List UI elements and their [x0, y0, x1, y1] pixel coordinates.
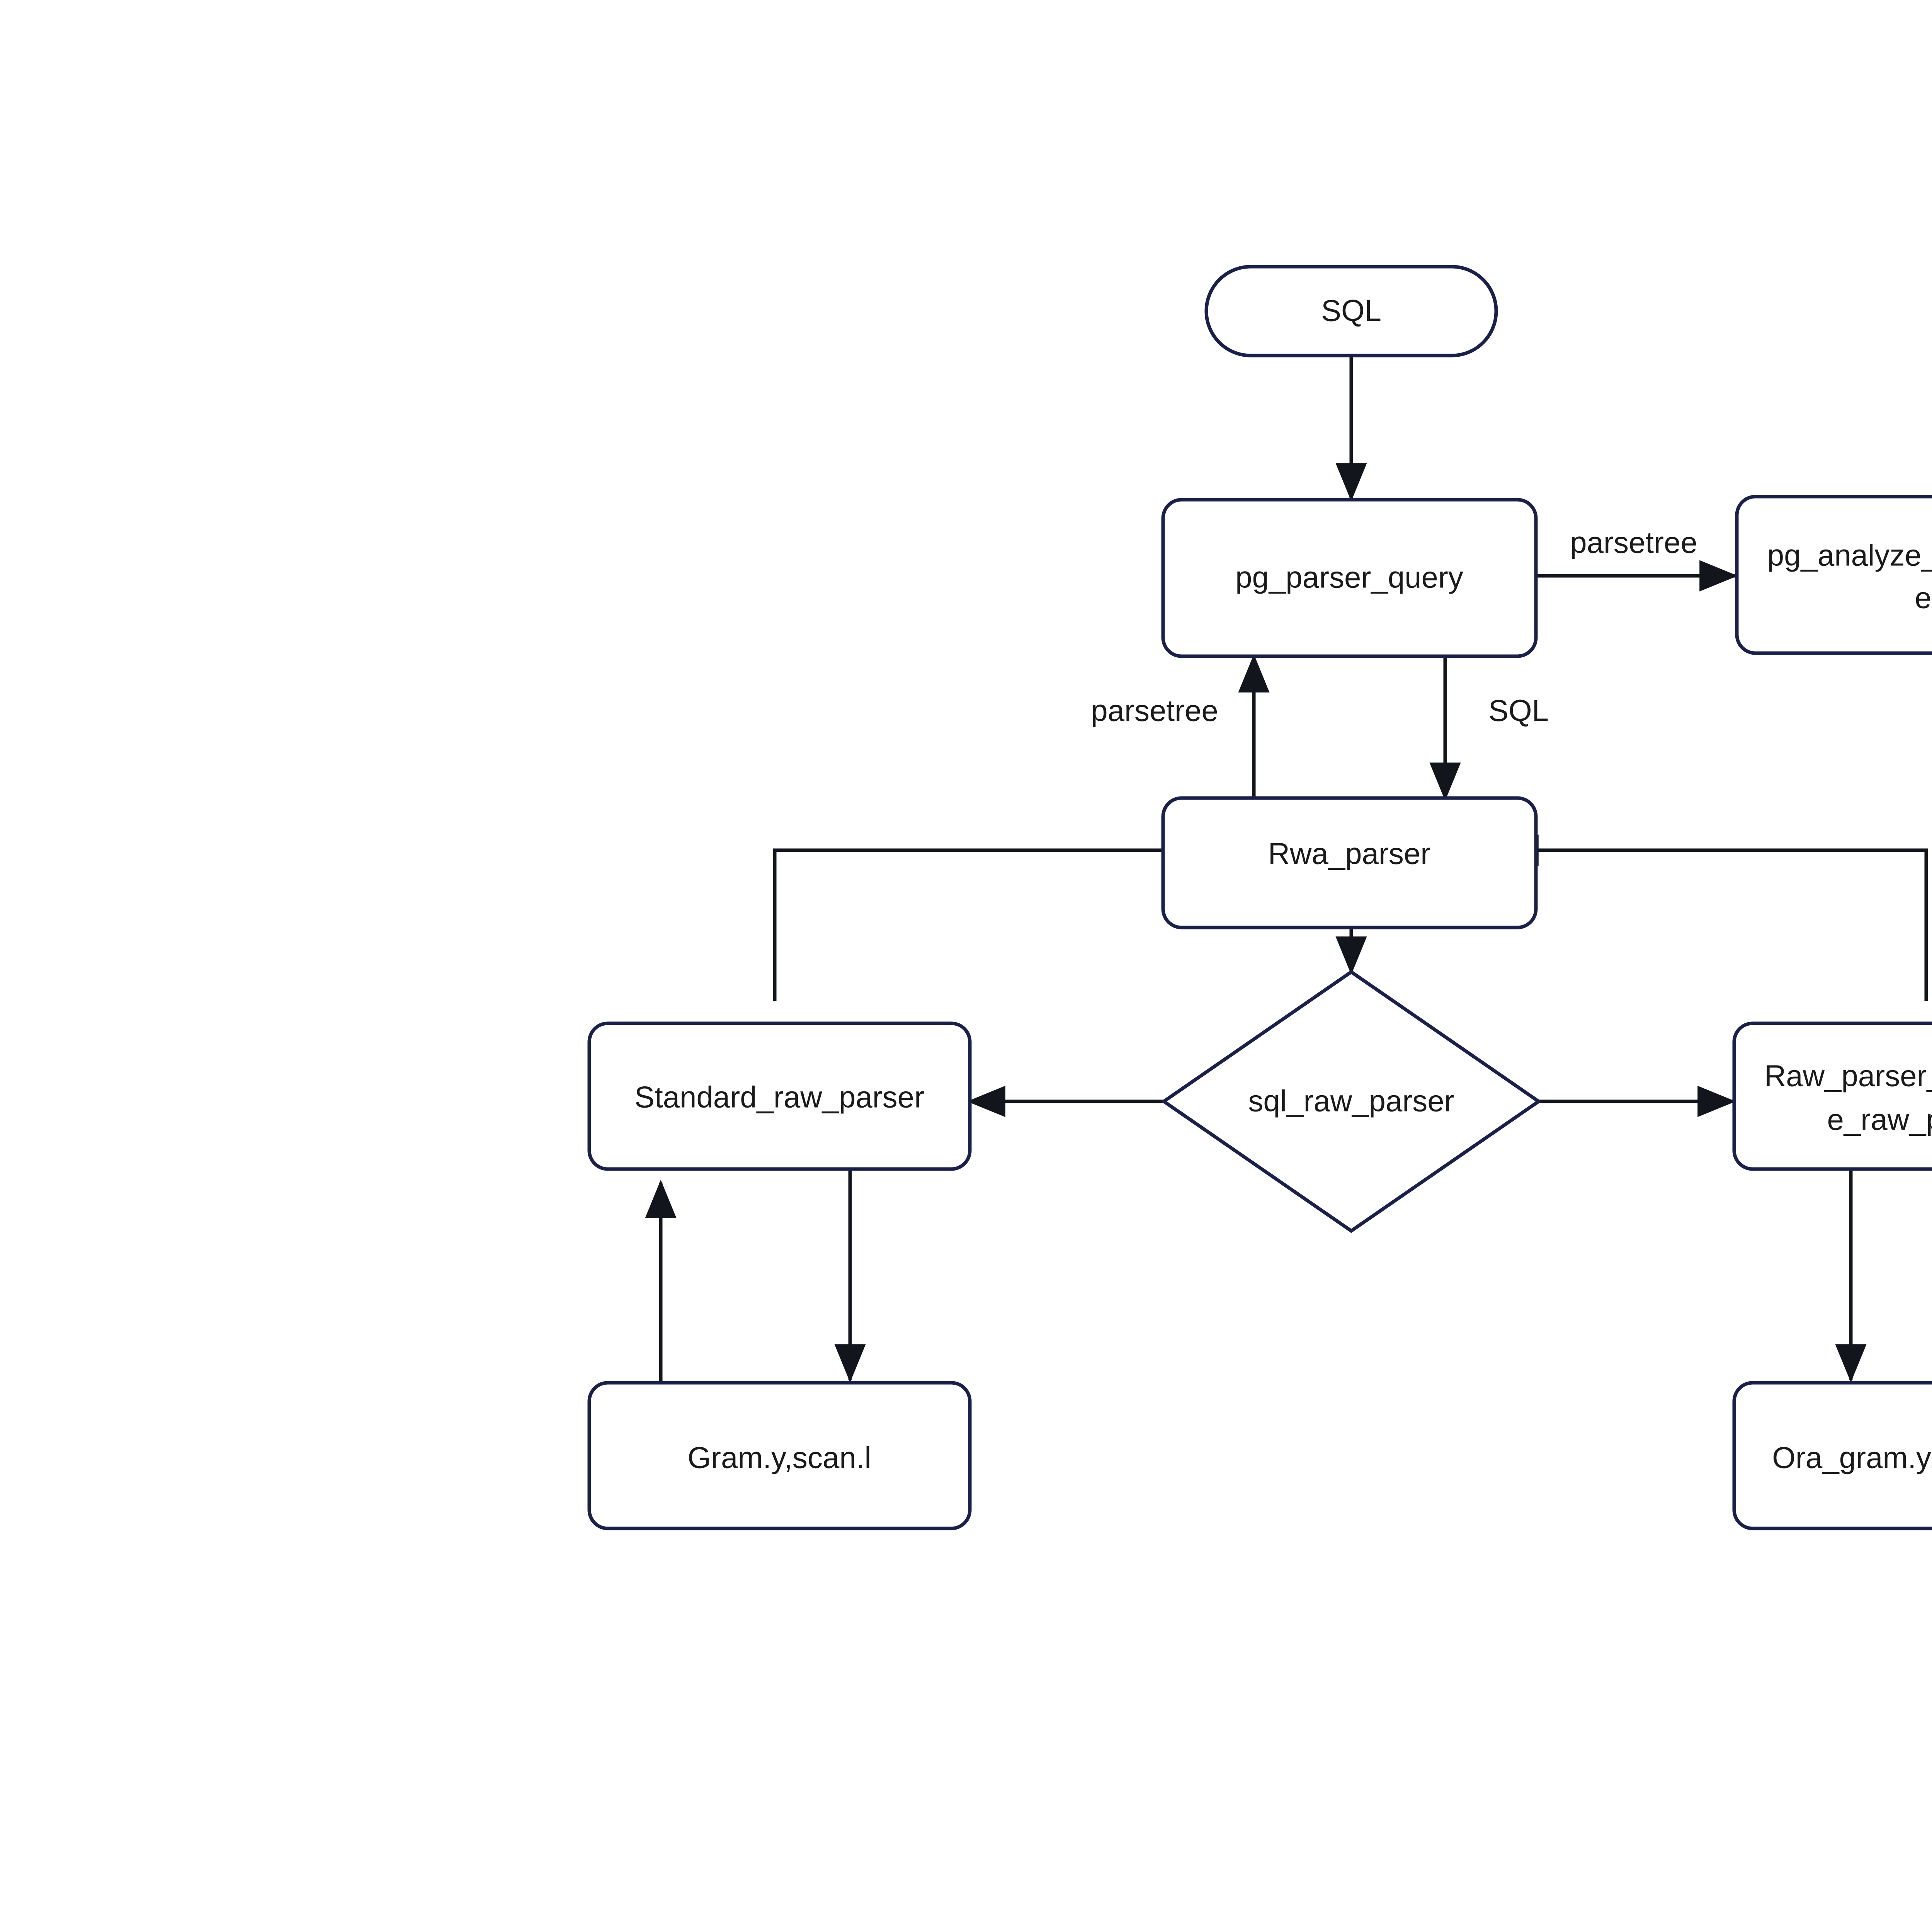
- node-pg-parser-query[interactable]: pg_parser_query: [1161, 498, 1538, 658]
- node-raw-parser-hook[interactable]: Raw_parser_hook(oracl e_raw_parser): [1732, 1021, 1932, 1171]
- node-label-pg-parser-query: pg_parser_query: [1235, 560, 1463, 594]
- edge-label-sql-right: SQL: [1488, 694, 1549, 728]
- edge-standard-raw-parser-to-rwa-parser: [773, 834, 1205, 1001]
- edge-rwa-parser-to-pg-parser-query: parsetree: [1091, 654, 1270, 802]
- node-label-ora-gram-scan: Ora_gram.y,ora_scan.l: [1772, 1441, 1932, 1475]
- edge-pg-parser-query-to-rwa-parser: SQL: [1429, 657, 1549, 801]
- node-rwa-parser[interactable]: Rwa_parser: [1161, 796, 1538, 929]
- node-sql-input[interactable]: SQL: [1204, 265, 1498, 357]
- node-label-gram-scan: Gram.y,scan.l: [687, 1441, 871, 1475]
- node-label-sql-raw-parser: sql_raw_parser: [1248, 1084, 1454, 1118]
- node-standard-raw-parser[interactable]: Standard_raw_parser: [587, 1021, 972, 1171]
- node-label-pg-analyze-and-rewrite-line1: pg_analyze_and_rewrit: [1767, 538, 1932, 572]
- edge-label-parsetree-top: parsetree: [1570, 526, 1697, 560]
- node-gram-scan[interactable]: Gram.y,scan.l: [587, 1381, 972, 1530]
- node-ora-gram-scan[interactable]: Ora_gram.y,ora_scan.l: [1732, 1381, 1932, 1530]
- node-label-rwa-parser: Rwa_parser: [1268, 837, 1431, 871]
- node-pg-analyze-and-rewrite[interactable]: pg_analyze_and_rewrit e: [1735, 495, 1932, 655]
- edge-raw-parser-hook-to-rwa-parser: [1500, 834, 1928, 1001]
- edge-pg-parser-query-to-pg-analyze: parsetree: [1536, 526, 1738, 592]
- node-label-raw-parser-hook-line2: e_raw_parser): [1827, 1103, 1932, 1137]
- node-label-standard-raw-parser: Standard_raw_parser: [634, 1080, 924, 1114]
- node-sql-raw-parser[interactable]: sql_raw_parser: [1161, 970, 1542, 1233]
- edge-label-parsetree-left: parsetree: [1091, 694, 1218, 728]
- node-label-sql-input: SQL: [1321, 294, 1381, 328]
- node-label-raw-parser-hook-line1: Raw_parser_hook(oracl: [1764, 1059, 1932, 1093]
- node-label-pg-analyze-and-rewrite-line2: e: [1915, 581, 1931, 615]
